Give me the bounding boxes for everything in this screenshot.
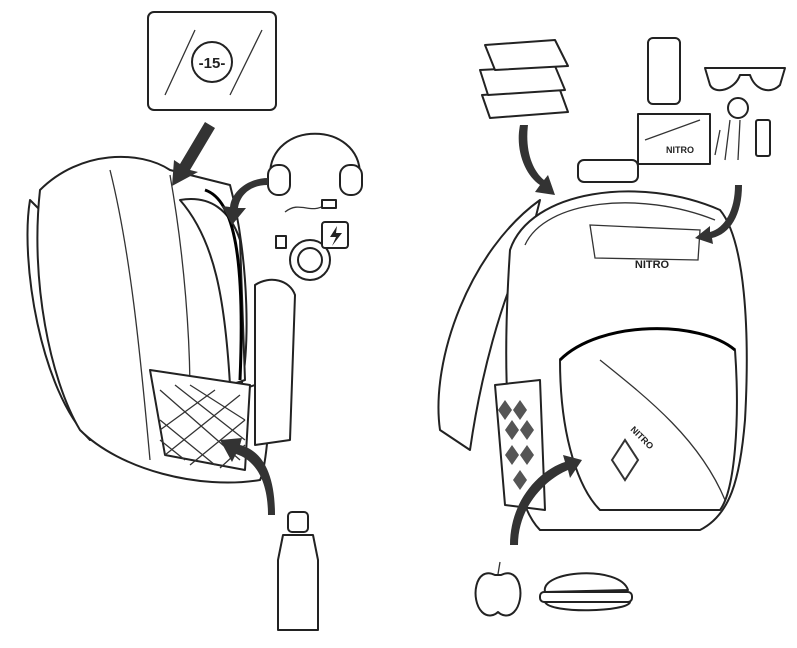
water-bottle-icon: [277, 511, 319, 631]
cables-icon: [275, 199, 337, 281]
laptop-icon: -15-: [147, 11, 277, 111]
sandwich-icon: [539, 572, 633, 612]
side-pocket-pattern: [498, 400, 534, 490]
books-icon: [479, 39, 569, 119]
headphones-icon: [267, 132, 363, 196]
arrow-icon: [222, 178, 268, 225]
sunglasses-icon: [704, 67, 786, 92]
usb-stick-icon: [755, 119, 771, 157]
phone-icon: [647, 37, 681, 105]
arrow-icon: [695, 185, 742, 244]
right-backpack: NITRO NITRO: [437, 159, 748, 531]
brand-label-wallet: NITRO: [666, 145, 694, 155]
apple-icon: [474, 561, 522, 617]
brand-label-front: NITRO: [635, 259, 670, 271]
charger-icon: [321, 221, 349, 249]
keys-icon: [714, 97, 749, 161]
arrow-icon: [510, 455, 582, 545]
arrow-icon: [220, 438, 275, 515]
arrow-icon: [172, 122, 215, 186]
left-backpack: [26, 155, 296, 484]
laptop-size-label: -15-: [199, 55, 226, 72]
arrow-icon: [518, 125, 555, 195]
wallet-icon: NITRO: [637, 113, 711, 165]
